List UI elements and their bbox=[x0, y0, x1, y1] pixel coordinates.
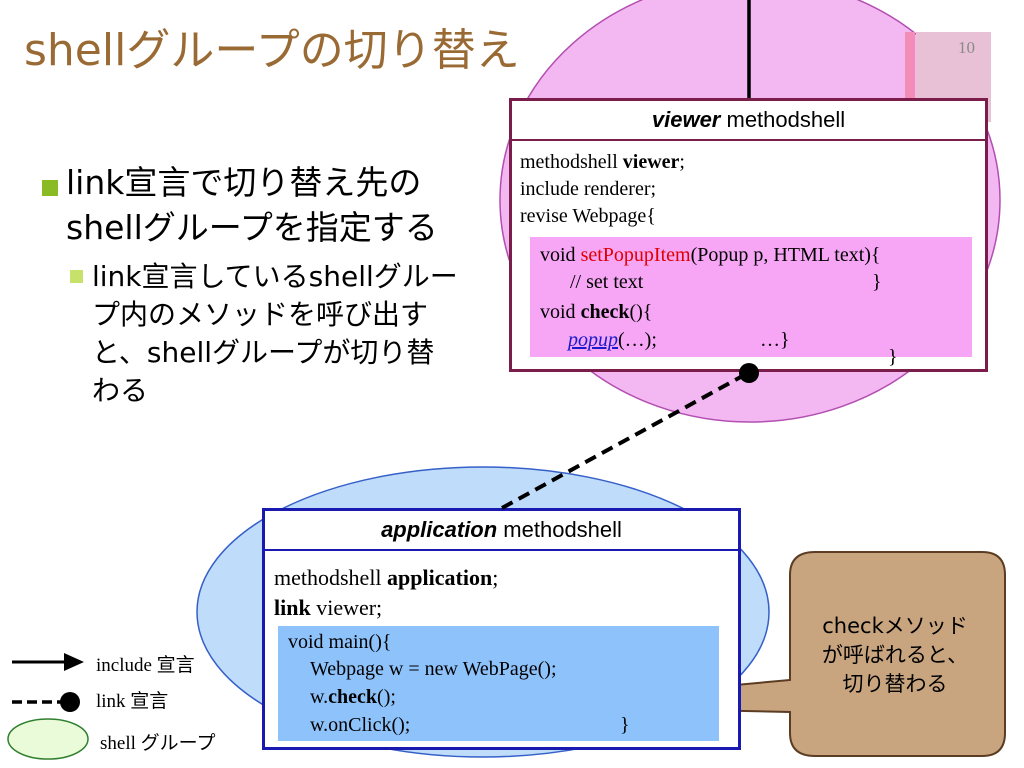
popup-link[interactable]: popup bbox=[568, 329, 618, 351]
viewer-hidden-brace: } bbox=[888, 346, 898, 368]
callout-text: checkメソッド が呼ばれると、 切り替わる bbox=[800, 612, 990, 699]
slide-title: shellグループの切り替え bbox=[24, 25, 520, 76]
bullet-sub: link宣言しているshellグループ内のメソッドを呼び出すと、shellグルー… bbox=[68, 258, 460, 410]
setpopup-brace: } bbox=[872, 271, 882, 293]
popup-call-line: popup(…); bbox=[568, 329, 657, 352]
application-header-name: application bbox=[381, 517, 498, 542]
webpage-line: Webpage w = new WebPage(); bbox=[310, 658, 557, 680]
bullet-main-text: link宣言で切り替え先のshellグループを指定する bbox=[66, 163, 438, 247]
viewer-header-name: viewer bbox=[651, 107, 721, 132]
application-decl-prefix: methodshell bbox=[274, 565, 388, 590]
onclick-line: w.onClick(); bbox=[310, 714, 411, 736]
main-close-brace: } bbox=[620, 714, 630, 736]
application-header-suffix: methodshell bbox=[497, 517, 622, 542]
callout-line2: が呼ばれると、 bbox=[821, 643, 969, 667]
bullet-square-icon bbox=[42, 180, 58, 196]
bullet-main: link宣言で切り替え先のshellグループを指定する bbox=[40, 160, 460, 250]
setpopup-prefix: void bbox=[540, 244, 581, 266]
viewer-revise-line: revise Webpage{ bbox=[520, 205, 656, 227]
application-methodshell-box: application methodshell methodshell appl… bbox=[262, 508, 741, 750]
popup-args: (…); bbox=[618, 329, 657, 351]
w-check-line: w.check(); bbox=[310, 686, 396, 709]
main-line: void main(){ bbox=[288, 631, 392, 653]
decorative-bar-pink bbox=[905, 32, 915, 122]
link-arrow-endpoint-dot bbox=[739, 363, 759, 383]
callout-line1: checkメソッド bbox=[822, 614, 968, 638]
legend-include-arrowhead-icon bbox=[64, 653, 84, 671]
setpopup-name: setPopupItem bbox=[580, 244, 691, 266]
legend-link-label: link 宣言 bbox=[96, 691, 169, 712]
check-prefix: void bbox=[540, 301, 581, 323]
legend-shell-group-ellipse-icon bbox=[7, 718, 89, 760]
legend-shell-label: shell グループ bbox=[100, 733, 216, 754]
application-box-header: application methodshell bbox=[265, 511, 738, 551]
application-code: methodshell application; link viewer; bbox=[274, 563, 498, 623]
check-suffix: (){ bbox=[629, 301, 653, 323]
viewer-decl-end: ; bbox=[679, 151, 685, 173]
viewer-methods-block bbox=[530, 237, 972, 357]
check-name: check bbox=[580, 301, 630, 323]
w-check-name: check bbox=[328, 686, 378, 708]
setpopup-comment: // set text bbox=[570, 271, 644, 293]
page-number: 10 bbox=[958, 38, 975, 57]
application-decl-end: ; bbox=[492, 565, 499, 590]
application-main-block bbox=[278, 626, 719, 741]
application-link-keyword: link bbox=[274, 595, 311, 620]
application-link-rest: viewer; bbox=[310, 595, 383, 620]
application-decl-line: methodshell application; bbox=[274, 563, 498, 593]
bullet-sub-text: link宣言しているshellグループ内のメソッドを呼び出すと、shellグルー… bbox=[92, 260, 458, 407]
viewer-box-header: viewer methodshell bbox=[512, 101, 985, 141]
viewer-include-line: include renderer; bbox=[520, 178, 657, 200]
viewer-decl-prefix: methodshell bbox=[520, 151, 623, 173]
check-line: void check(){ bbox=[540, 301, 652, 324]
application-decl-name: application bbox=[387, 565, 493, 590]
viewer-decl-line: methodshell viewer; bbox=[520, 149, 685, 176]
w-check-prefix: w. bbox=[310, 686, 329, 708]
legend-link-dot-icon bbox=[60, 692, 80, 712]
legend-include-label: include 宣言 bbox=[96, 655, 195, 676]
viewer-decl-name: viewer bbox=[622, 151, 680, 173]
viewer-code: methodshell viewer; include renderer; re… bbox=[520, 149, 685, 230]
viewer-header-suffix: methodshell bbox=[720, 107, 846, 132]
viewer-methodshell-box: viewer methodshell methodshell viewer; i… bbox=[509, 98, 988, 372]
callout-line3: 切り替わる bbox=[842, 672, 948, 696]
setpopup-line: void setPopupItem(Popup p, HTML text){ bbox=[540, 244, 881, 267]
setpopup-suffix: (Popup p, HTML text){ bbox=[690, 244, 881, 266]
link-dashed-arrow bbox=[501, 371, 749, 510]
w-check-suffix: (); bbox=[377, 686, 396, 708]
bullet-square-small-icon bbox=[70, 270, 83, 283]
application-link-line: link viewer; bbox=[274, 593, 498, 623]
bullet-list: link宣言で切り替え先のshellグループを指定する link宣言しているsh… bbox=[40, 160, 460, 410]
check-close: …} bbox=[760, 329, 790, 351]
